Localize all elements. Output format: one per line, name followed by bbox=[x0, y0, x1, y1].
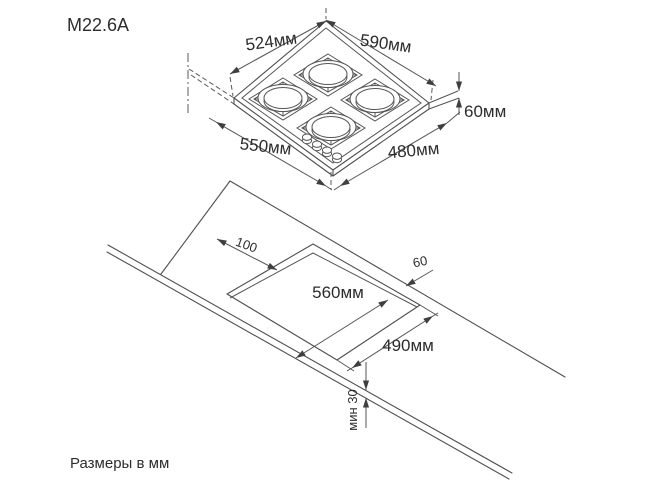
dim-label-480: 480мм bbox=[387, 139, 440, 162]
dim-label-560: 560мм bbox=[312, 283, 364, 302]
dim-label-590: 590мм bbox=[359, 31, 413, 57]
edge-extension-dashed bbox=[188, 68, 235, 99]
dimension-cutout-width: 560мм bbox=[295, 283, 389, 359]
dimension-front-clearance: мин 30 bbox=[345, 362, 370, 431]
burner-back bbox=[293, 53, 363, 97]
model-title: M22.6A bbox=[67, 15, 129, 35]
dim-label-550: 550мм bbox=[239, 134, 292, 158]
dim-label-60mm: 60мм bbox=[464, 102, 506, 121]
dim-label-min30: мин 30 bbox=[345, 389, 360, 430]
dim-label-100: 100 bbox=[234, 234, 260, 256]
dim-label-60: 60 bbox=[411, 253, 428, 271]
dimension-bottom-right: 480мм bbox=[333, 111, 461, 191]
dimension-left-offset: 100 bbox=[216, 234, 278, 271]
control-knob bbox=[311, 140, 323, 152]
dimension-height: 60мм bbox=[428, 72, 506, 121]
control-knob bbox=[301, 133, 313, 145]
control-knob bbox=[331, 152, 343, 164]
dimension-back-offset: 60 bbox=[405, 253, 434, 287]
burner-left bbox=[248, 77, 318, 121]
burner-right bbox=[340, 78, 410, 122]
control-knob bbox=[321, 146, 333, 158]
dimension-cutout-depth: 490мм bbox=[336, 304, 439, 372]
hob-isometric-view: 524мм 590мм 60мм 550мм 480мм bbox=[187, 8, 506, 191]
countertop-cutout-view: 100 60 560мм 490мм мин 30 bbox=[106, 180, 566, 480]
countertop bbox=[106, 180, 566, 480]
dim-label-490: 490мм bbox=[382, 336, 434, 355]
units-note: Размеры в мм bbox=[70, 455, 169, 472]
